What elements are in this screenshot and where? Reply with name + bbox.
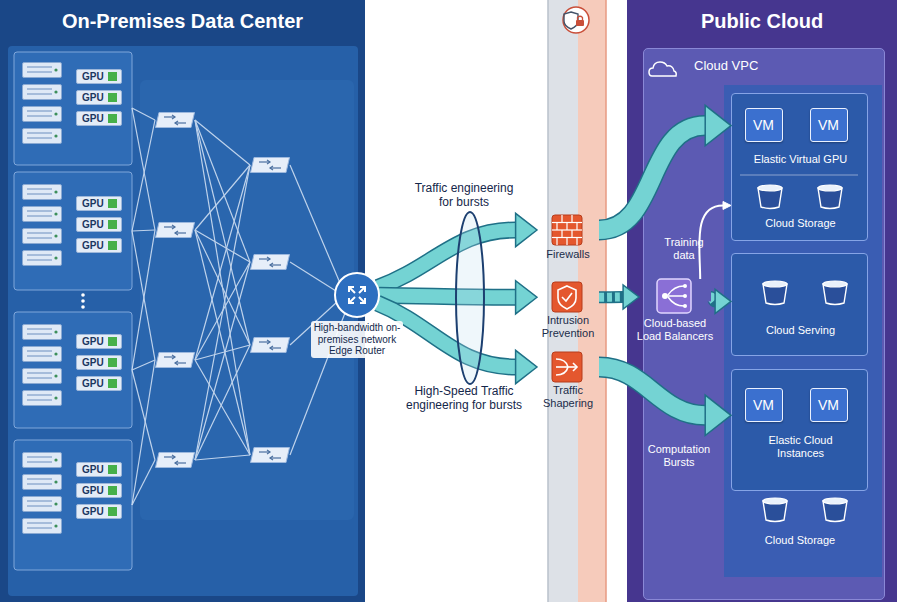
vm-label: VM (746, 117, 781, 133)
firewall-node: Firewalls (537, 212, 599, 272)
server-racks (14, 52, 132, 570)
panel-title: Public Cloud (627, 10, 897, 33)
box-label: Cloud Serving (732, 324, 869, 337)
vm-box: VM (810, 388, 848, 422)
service-box: Elastic Virtual GPU Cloud Storage VM VM (731, 93, 868, 241)
note-label: High-Speed Traffic engineering for burst… (405, 385, 523, 413)
shaper-icon (552, 352, 582, 382)
box-label: Cloud Storage (732, 217, 869, 230)
security-label: Intrusion Prevention (533, 314, 603, 339)
storage-label: Cloud Storage (735, 534, 865, 547)
security-label: Firewalls (533, 248, 603, 261)
gpu-box: GPU (76, 355, 122, 370)
network-switches (156, 113, 290, 468)
gpu-box: GPU (76, 483, 122, 498)
vpc-label: Cloud VPC (694, 59, 814, 74)
gpu-box: GPU (76, 238, 122, 253)
gpu-label: GPU (82, 113, 112, 125)
vm-label: VM (811, 397, 846, 413)
network-mesh (132, 108, 345, 505)
load-balancer: Cloud-based Load Balancers (639, 279, 711, 354)
panel-title: On-Premises Data Center (0, 10, 365, 33)
service-box: Cloud Serving (731, 253, 868, 356)
gpu-label: GPU (82, 506, 112, 518)
security-label: Traffic Shapering (533, 384, 603, 409)
box-label: Elastic Virtual GPU (732, 153, 869, 166)
edge-label: Computation Bursts (640, 443, 718, 468)
gpu-box: GPU (76, 90, 122, 105)
edge-router: High-bandwidth on-premises network Edge … (335, 273, 379, 317)
gpu-box: GPU (76, 217, 122, 232)
gpu-box: GPU (76, 462, 122, 477)
gpu-label: GPU (82, 71, 112, 83)
gpu-label: GPU (82, 240, 112, 252)
traffic-lens (456, 212, 484, 384)
gpu-label: GPU (82, 485, 112, 497)
box-label: Cloud-based Load Balancers (631, 317, 719, 342)
security-icon (563, 7, 589, 33)
divider-line (740, 175, 858, 176)
intrusion-node: Intrusion Prevention (537, 280, 599, 344)
vm-box: VM (745, 108, 783, 142)
vm-box: VM (810, 108, 848, 142)
gpu-box: GPU (76, 504, 122, 519)
gpu-label: GPU (82, 357, 112, 369)
router-label: High-bandwidth on-premises network Edge … (311, 321, 403, 358)
service-box: Elastic Cloud Instances VM VM (731, 369, 868, 491)
gpu-label: GPU (82, 92, 112, 104)
gpu-box: GPU (76, 111, 122, 126)
gpu-label: GPU (82, 464, 112, 476)
box-label: Elastic Cloud Instances (746, 434, 855, 459)
firewall-icon (552, 215, 582, 245)
gpu-box: GPU (76, 196, 122, 211)
shaper-node: Traffic Shapering (537, 350, 599, 418)
gpu-label: GPU (82, 336, 112, 348)
cloud-panel: Public CloudCloud VPC Elastic Virtual GPU… (627, 0, 897, 602)
gpu-box: GPU (76, 376, 122, 391)
datacenter-interior (8, 46, 358, 596)
vm-box: VM (745, 388, 783, 422)
gpu-label: GPU (82, 219, 112, 231)
router-symbol (335, 273, 379, 317)
gpu-label: GPU (82, 378, 112, 390)
gpu-label: GPU (82, 198, 112, 210)
gpu-box: GPU (76, 69, 122, 84)
note-label: Traffic engineering for bursts (408, 182, 520, 210)
edge-label: Training data (658, 236, 710, 261)
vm-label: VM (811, 117, 846, 133)
vm-label: VM (746, 397, 781, 413)
load-balancer-icon (657, 279, 691, 313)
intrusion-icon (552, 282, 582, 312)
gpu-box: GPU (76, 334, 122, 349)
